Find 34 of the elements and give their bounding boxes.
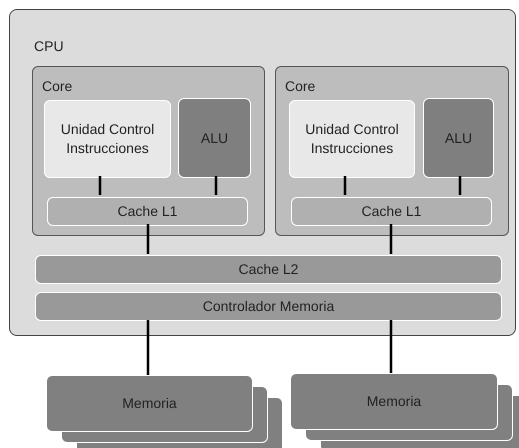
container-label: Core [42, 77, 72, 96]
cache-bar [47, 197, 248, 226]
connector-line [146, 320, 150, 375]
box-label: Cache L1 [362, 202, 422, 221]
connector-line [146, 224, 150, 254]
control-unit-box [289, 100, 415, 178]
core-panel [32, 66, 265, 236]
box-label: Memoria [366, 392, 422, 411]
component-bar [35, 292, 502, 321]
cache-bar [291, 197, 492, 226]
component-bar [35, 255, 502, 284]
alu-box [423, 98, 494, 178]
box-label: ALU [200, 128, 228, 148]
box-label: Unidad Control Instrucciones [304, 120, 400, 158]
box-label: Unidad Control Instrucciones [60, 120, 156, 158]
container-label: Core [285, 77, 316, 96]
box-label: Memoria [122, 394, 177, 413]
box-label: Cache L1 [118, 202, 178, 221]
control-unit-box [44, 100, 171, 178]
box-label: Cache L2 [238, 260, 298, 279]
connector-line [390, 320, 392, 373]
alu-box [178, 98, 251, 178]
container-label: CPU [34, 37, 64, 56]
connector-line [344, 176, 346, 195]
connector-line [390, 224, 392, 254]
box-label: Controlador Memoria [202, 297, 334, 316]
connector-line [214, 176, 218, 195]
connector-line [98, 176, 102, 195]
memory-card [46, 375, 253, 432]
cpu-panel [9, 9, 516, 336]
memory-card [290, 373, 498, 430]
connector-line [458, 176, 462, 195]
core-panel [275, 66, 509, 236]
box-label: ALU [444, 128, 472, 148]
